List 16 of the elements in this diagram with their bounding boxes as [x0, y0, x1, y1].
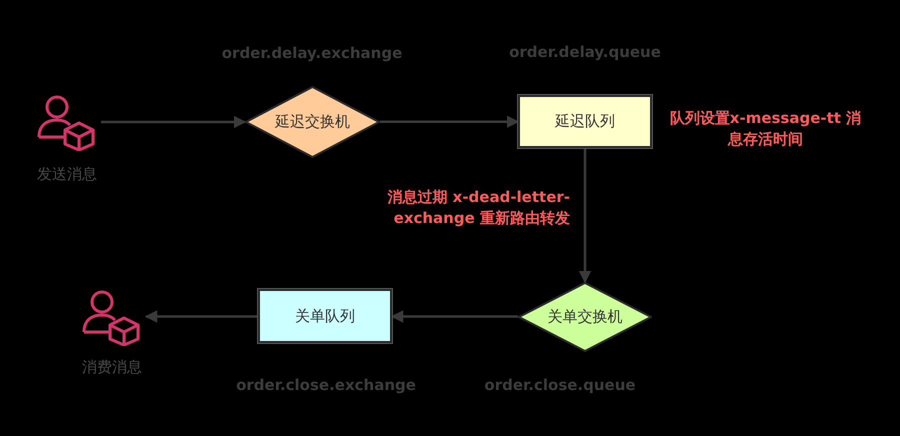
note: 队列设置x-message-tt 消息存活时间 [668, 108, 862, 150]
person-caption: 发送消息 [37, 165, 97, 184]
exchange-name: 关单交换机 [548, 308, 622, 326]
arrow [390, 310, 518, 323]
node-caption: order.close.queue [484, 376, 636, 394]
arrow [380, 116, 520, 128]
exchange-name: 延迟交换机 [275, 112, 350, 132]
queue-box: 延迟队列 [518, 95, 652, 148]
node-caption: order.delay.exchange [222, 44, 402, 62]
arrow [144, 310, 258, 323]
node-caption: order.delay.queue [509, 43, 661, 61]
arrow [101, 116, 246, 128]
person-caption: 消费消息 [82, 358, 142, 377]
node-caption: order.close.exchange [236, 376, 416, 394]
queue-box: 关单队列 [258, 289, 392, 343]
arrow [578, 148, 592, 284]
